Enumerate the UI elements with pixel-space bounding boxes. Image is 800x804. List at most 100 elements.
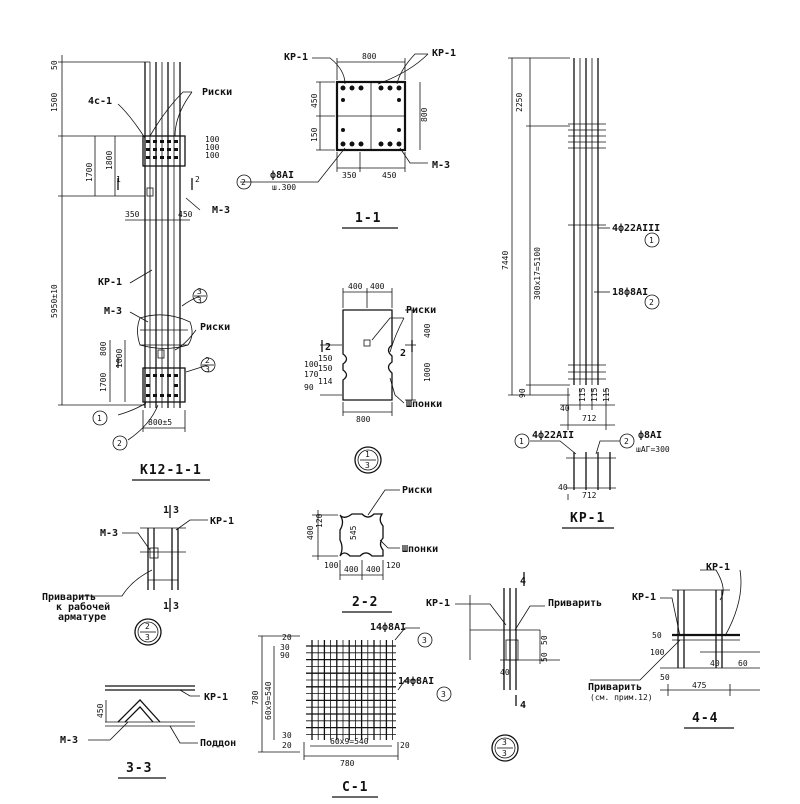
- d4-callout-den: 3: [502, 749, 507, 758]
- mesh-dim-540l: 60х9=540: [264, 681, 273, 720]
- cage-leg-m2: 2: [624, 437, 629, 446]
- detail-1-3: М-3 КР-1 Приварить к рабочей арматуре 1 …: [42, 505, 234, 646]
- cage-view: 2250 7440 300х17=5100 90 40 115 115 115 …: [501, 57, 670, 529]
- s33-dim-450: 450: [96, 703, 105, 718]
- d13-sec-top: 1: [163, 505, 169, 516]
- s11-kr-right: КР-1: [432, 48, 456, 59]
- s11-dim-150: 150: [310, 127, 319, 142]
- panel-dim-150: 150: [318, 354, 333, 363]
- cage-dim-90: 90: [518, 388, 527, 398]
- title-2-2: 2-2: [352, 595, 378, 610]
- s33-kr: КР-1: [204, 692, 228, 703]
- cage-dim-40b: 40: [558, 483, 568, 492]
- s44-weld2: (см. прим.12): [590, 693, 653, 702]
- callout-23-den: 3: [205, 365, 210, 374]
- d4-sec-a: 4: [520, 576, 526, 587]
- s11-kr-left: КР-1: [284, 52, 308, 63]
- section-4-4: КР-1 КР-1 Приварить (см. прим.12) 50 100…: [588, 562, 760, 729]
- s11-dim-800: 800: [362, 52, 377, 61]
- title-column: К12-1-1: [140, 463, 202, 478]
- panel-dim-150b: 150: [318, 364, 333, 373]
- panel-dim-1000: 1000: [423, 363, 432, 382]
- label-riski-top: Риски: [202, 87, 232, 98]
- cage-stirrups: [568, 123, 606, 380]
- s11-dim-350: 350: [342, 171, 357, 180]
- d4-dim-50b: 50: [540, 652, 549, 662]
- dim-100b: 100: [205, 143, 220, 152]
- cage-dim-2250: 2250: [515, 93, 524, 112]
- section-2-2: 400 120 545 400 400 100 120 Риски Шпонки…: [306, 485, 438, 613]
- mesh-dim-90t: 90: [280, 651, 290, 660]
- s22-dim-120b: 120: [386, 561, 401, 570]
- s44-dim-475: 475: [692, 681, 707, 690]
- mesh-dim-780b: 780: [340, 759, 355, 768]
- mesh-dim-20r: 20: [400, 741, 410, 750]
- dim-1800: 1800: [105, 151, 114, 170]
- panel-dim-h400: 400: [423, 323, 432, 338]
- section-1-1: КР-1 КР-1 М-3 800 450 150 800 350 450 ф8…: [236, 48, 456, 229]
- cage-dim-40a: 40: [560, 404, 570, 413]
- panel-dim-114: 114: [318, 377, 333, 386]
- s11-dim-450b: 450: [382, 171, 397, 180]
- dim-1700b: 1700: [99, 373, 108, 392]
- mesh-bar-top: 14ф8АI: [370, 621, 406, 633]
- cage-dim-115c: 115: [602, 387, 611, 402]
- panel-callout-num: 1: [365, 450, 370, 459]
- dim-450: 450: [178, 210, 193, 219]
- callout-1: 1: [97, 414, 102, 423]
- d4-dim-50a: 50: [540, 635, 549, 645]
- cage-dim-712b: 712: [582, 491, 597, 500]
- d13-note2: к рабочей: [56, 601, 110, 613]
- dim-350: 350: [125, 210, 140, 219]
- panel-riski: Риски: [406, 305, 436, 316]
- cage-leg-bar2: ф8АI: [638, 429, 662, 441]
- title-1-1: 1-1: [355, 211, 381, 226]
- mesh-dim-30t: 30: [280, 643, 290, 652]
- sec-mark-1l: 1: [116, 175, 121, 184]
- d13-kr: КР-1: [210, 516, 234, 527]
- s22-riski: Риски: [402, 485, 432, 496]
- mesh-mark-a: 3: [422, 636, 427, 645]
- s44-weld1: Приварить: [588, 682, 642, 693]
- s33-m3: М-3: [60, 735, 78, 746]
- panel-dim-170: 170: [304, 370, 319, 379]
- label-kr1: КР-1: [98, 277, 122, 288]
- callout-33-den: 3: [197, 296, 202, 305]
- title-3-3: 3-3: [126, 761, 152, 776]
- cage-mark2: 2: [649, 298, 654, 307]
- s22-dim-545: 545: [349, 525, 358, 540]
- mesh-dim-20b: 20: [282, 741, 292, 750]
- head-anchor-dots: [146, 140, 178, 159]
- mesh-grid: [306, 640, 396, 740]
- d13-callout-den: 3: [145, 633, 150, 642]
- panel-sec-2b: 2: [400, 348, 406, 359]
- panel-dim-800: 800: [356, 415, 371, 424]
- cage-mark1: 1: [649, 236, 654, 245]
- cage-leg-m1: 1: [519, 437, 524, 446]
- d4-callout-num: 3: [502, 738, 507, 747]
- s22-dim-100: 100: [324, 561, 339, 570]
- d13-sec-top3: 3: [173, 505, 179, 516]
- s22-dim-120: 120: [315, 513, 324, 528]
- mesh-dim-30b: 30: [282, 731, 292, 740]
- d13-sec-bot3: 3: [173, 601, 179, 612]
- mesh-dim-780l: 780: [251, 690, 260, 705]
- title-4-4: 4-4: [692, 711, 718, 726]
- s11-m3: М-3: [432, 160, 450, 171]
- s11-dim-h800: 800: [420, 107, 429, 122]
- dim-1000: 1000: [115, 349, 124, 368]
- dim-100a: 100: [205, 135, 220, 144]
- s44-dim-60: 60: [738, 659, 748, 668]
- s44-dim-100: 100: [650, 648, 665, 657]
- mesh-dim-540b: 60х9=540: [330, 737, 369, 746]
- section-3-3: 450 КР-1 М-3 Поддон 3-3: [60, 685, 236, 779]
- s33-poddon: Поддон: [200, 738, 236, 749]
- s44-dim-50: 50: [652, 631, 662, 640]
- detail-4: КР-1 Приварить 4 4 50 50 40 3 3: [426, 572, 602, 762]
- label-4c1: 4с-1: [88, 96, 112, 107]
- panel-dim-100: 100: [304, 360, 319, 369]
- d13-m3: М-3: [100, 528, 118, 539]
- panel-sec-2a: 2: [325, 342, 331, 353]
- panel-shponki: Шпонки: [406, 399, 442, 410]
